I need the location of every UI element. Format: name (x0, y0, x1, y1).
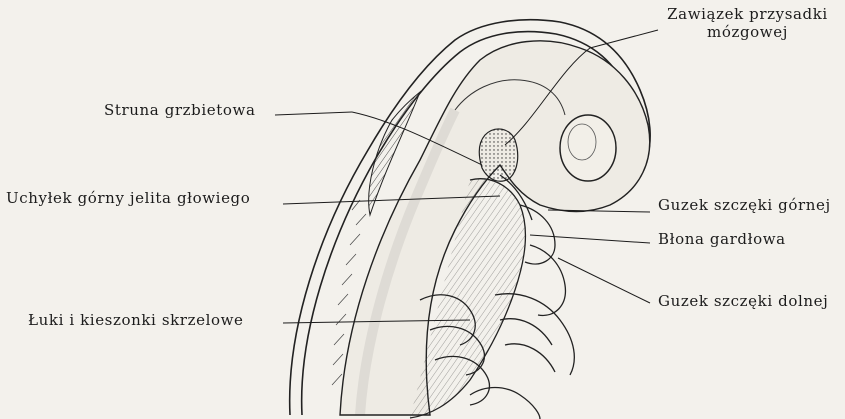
label-headgut-diverticulum: Uchyłek górny jelita głowiego (6, 189, 250, 207)
label-pituitary-line1: Zawiązek przysadki (660, 5, 835, 23)
label-branchial-arches: Łuki i kieszonki skrzelowe (28, 311, 244, 329)
label-pituitary: Zawiązek przysadki mózgowej (660, 5, 835, 41)
label-mandibular-process: Guzek szczęki dolnej (658, 292, 828, 310)
label-pharyngeal-membrane: Błona gardłowa (658, 230, 786, 248)
label-maxillary-process: Guzek szczęki górnej (658, 196, 831, 214)
label-pituitary-line2: mózgowej (660, 23, 835, 41)
pituitary-primordium (479, 129, 517, 181)
leader-notochord (275, 112, 352, 115)
leader-pharyngeal-membrane (530, 235, 650, 243)
leader-mandibular (558, 258, 650, 303)
label-notochord: Struna grzbietowa (104, 101, 256, 119)
